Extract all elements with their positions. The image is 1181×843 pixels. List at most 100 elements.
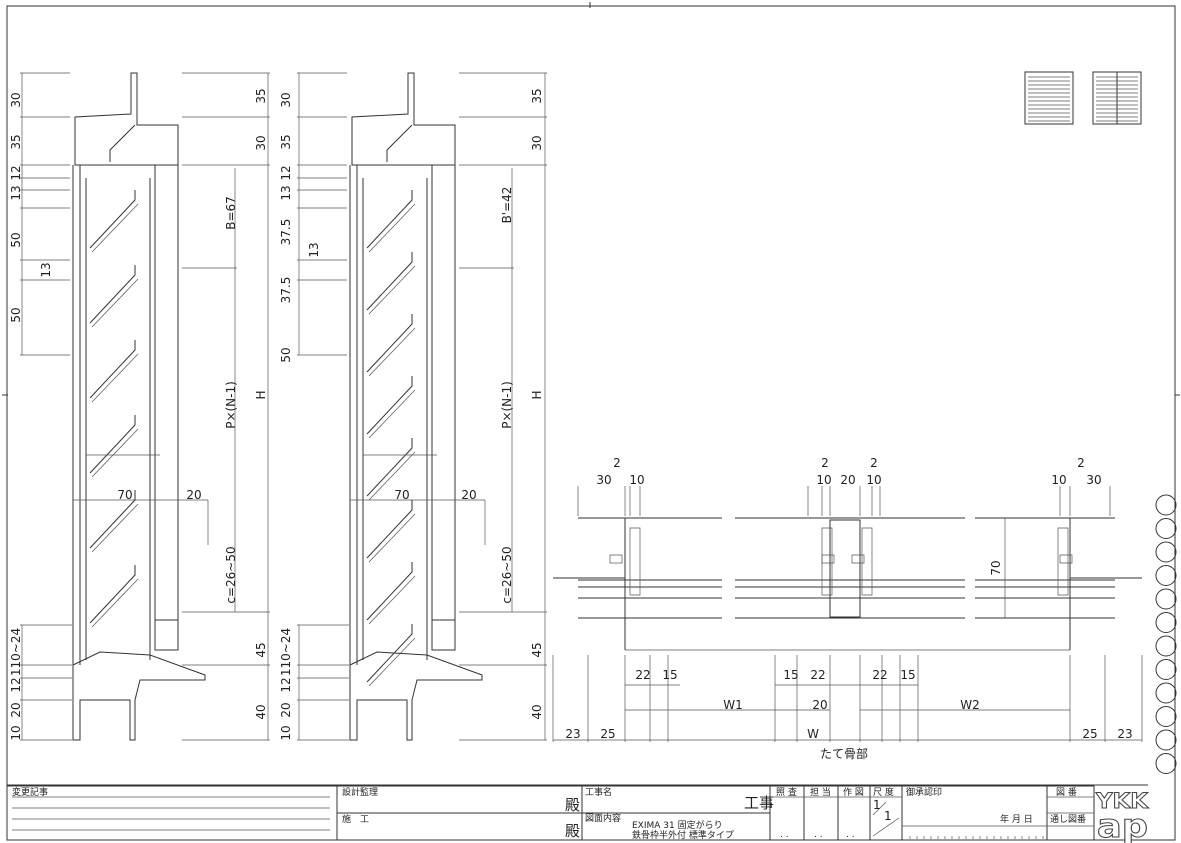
mullion-profile xyxy=(829,519,861,618)
head-profile xyxy=(351,72,456,166)
dim-text: 2 xyxy=(870,456,878,470)
reference-circle xyxy=(1155,612,1177,633)
ap-logo: ap xyxy=(1097,807,1148,843)
drawing-number-label: 図 番 xyxy=(1056,786,1077,798)
dim-text: 12 xyxy=(9,165,23,180)
change-record-label: 変更記事 xyxy=(12,786,48,798)
louver-slat xyxy=(366,190,413,249)
section2-dimensions: 30 35 12 13 37.5 13 37.5 50 110~24 12 20… xyxy=(279,88,544,740)
serial-number-label: 通し図番 xyxy=(1050,813,1086,825)
dim-text: 30 xyxy=(279,92,293,107)
dim-text: 35 xyxy=(254,88,268,103)
vertical-section-2: 30 35 12 13 37.5 13 37.5 50 110~24 12 20… xyxy=(279,72,547,741)
frame-profile xyxy=(821,527,833,596)
dim-text: 10 xyxy=(1051,473,1066,487)
project-name-label: 工事名 xyxy=(585,786,612,798)
drawing-content-label: 図面内容 xyxy=(585,812,621,824)
reference-circle xyxy=(1155,565,1177,586)
dim-text: 45 xyxy=(254,642,268,657)
louver-slat xyxy=(89,340,136,399)
louver-slat xyxy=(366,624,413,683)
dim-text: 110~24 xyxy=(279,628,293,676)
dim-text: 10 xyxy=(279,725,293,740)
louver-slat xyxy=(89,565,136,624)
dim-text: 110~24 xyxy=(9,628,23,676)
louver-slat xyxy=(91,428,139,478)
louver-slat xyxy=(368,265,416,315)
louver-slat xyxy=(366,252,413,311)
dim-text: 22 xyxy=(635,668,650,682)
dim-text: P×(N-1) xyxy=(500,381,514,429)
reference-circle xyxy=(1155,494,1177,516)
louver-slat xyxy=(91,203,139,253)
louver-slat xyxy=(89,265,136,324)
dim-text: 20 xyxy=(840,473,855,487)
dim-text: c=26~50 xyxy=(500,546,514,603)
dim-text: 20 xyxy=(461,488,476,502)
louver-slat xyxy=(366,376,413,435)
reference-circle xyxy=(1155,706,1177,727)
dim-text: 45 xyxy=(530,642,544,657)
louver-slat xyxy=(366,438,413,497)
bolt-icon xyxy=(821,554,835,564)
louver-slat xyxy=(91,353,139,403)
dim-text: 2 xyxy=(613,456,621,470)
louver-slat xyxy=(368,327,416,377)
drafting-label: 作 図 xyxy=(843,786,864,798)
dim-text: 50 xyxy=(279,347,293,362)
dim-text: 70 xyxy=(394,488,409,502)
drafting-dots: . . xyxy=(846,830,855,840)
scale-denominator: 1 xyxy=(884,809,892,823)
louver-slat xyxy=(368,451,416,501)
scale-label: 尺 度 xyxy=(873,786,894,798)
frame-profile xyxy=(1057,527,1069,596)
reference-circle xyxy=(1155,541,1177,563)
head-profile xyxy=(109,124,136,162)
head-profile xyxy=(74,72,179,166)
sill-profile xyxy=(431,619,456,651)
louver-icon-single xyxy=(1024,71,1074,125)
louver-slat xyxy=(89,190,136,249)
louver-slat xyxy=(91,578,139,628)
drawing-content-line2: 鉄骨枠半外付 標準タイプ xyxy=(632,829,734,841)
dim-text: H xyxy=(254,390,268,399)
reference-circle xyxy=(1155,588,1177,610)
reference-circle xyxy=(1155,518,1177,539)
ykk-logo: YKK xyxy=(1095,789,1149,813)
dim-text: 13 xyxy=(307,242,321,257)
check-label: 照 査 xyxy=(776,786,797,798)
louver-icon-double xyxy=(1092,71,1142,125)
dim-text: 30 xyxy=(596,473,611,487)
honorific: 殿 xyxy=(565,796,580,814)
sill-profile xyxy=(154,619,179,651)
louver-slat xyxy=(368,389,416,439)
project-suffix: 工事 xyxy=(744,794,774,812)
reference-circle xyxy=(1155,729,1177,751)
dim-text: 15 xyxy=(662,668,677,682)
dim-text: 40 xyxy=(254,704,268,719)
section1-dimensions: 30 35 12 13 50 13 50 110~24 12 20 10 35 … xyxy=(9,88,268,740)
dim-text: 12 xyxy=(279,165,293,180)
frame-profile xyxy=(629,527,641,596)
dim-text: W2 xyxy=(960,698,980,712)
head-profile xyxy=(386,124,413,162)
louver-slat xyxy=(368,203,416,253)
dim-text: 2 xyxy=(1077,456,1085,470)
dim-text: 70 xyxy=(989,560,1003,575)
dim-text: 12 xyxy=(9,677,23,692)
louver-slat xyxy=(366,500,413,559)
approval-label: 御承認印 xyxy=(906,786,942,798)
dim-text: 22 xyxy=(872,668,887,682)
design-supervision-label: 設計監理 xyxy=(342,786,378,798)
dim-text: 50 xyxy=(9,232,23,247)
dim-text: 50 xyxy=(9,307,23,322)
louver-slat xyxy=(368,513,416,563)
sheet-border xyxy=(6,5,1176,841)
dim-text: 10 xyxy=(9,725,23,740)
honorific: 殿 xyxy=(565,822,580,840)
dim-text: 13 xyxy=(279,185,293,200)
dim-text: 22 xyxy=(810,668,825,682)
drawing-content-line1: EXIMA 31 固定がらり xyxy=(632,819,723,831)
louver-slat xyxy=(368,575,416,625)
